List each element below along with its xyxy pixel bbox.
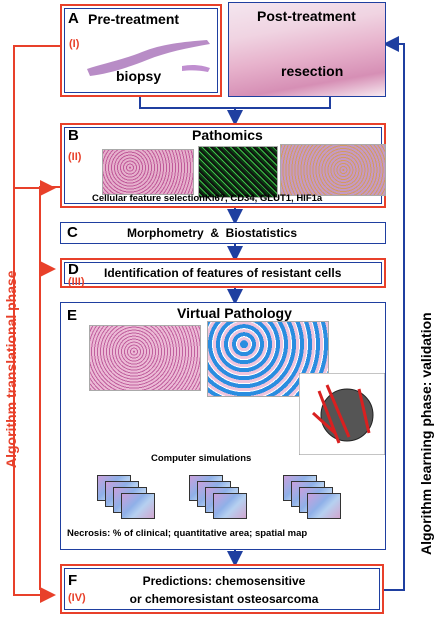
segmentation-image bbox=[198, 146, 278, 198]
panel-f-predictions: F (IV) Predictions: chemosensitive or ch… bbox=[60, 564, 384, 614]
panel-letter-d: D bbox=[68, 261, 79, 278]
panel-letter-a: A bbox=[68, 10, 79, 27]
simulations-caption: Computer simulations bbox=[151, 453, 252, 464]
resection-caption: resection bbox=[281, 63, 344, 79]
roman-ii: (II) bbox=[68, 151, 82, 163]
panel-e-virtual-pathology: E Virtual Pathology Computer simulations… bbox=[60, 302, 386, 550]
panel-letter-b: B bbox=[68, 127, 79, 144]
prediction-line-1: Predictions: chemosensitive bbox=[142, 574, 306, 588]
panel-b-pathomics: B (II) Pathomics Cellular feature select… bbox=[60, 123, 386, 208]
he-stain-image bbox=[102, 149, 194, 195]
identification-title: Identification of features of resistant … bbox=[104, 266, 342, 280]
roman-iv: (IV) bbox=[68, 592, 86, 604]
panel-a-posttreatment: Post-treatment resection bbox=[228, 2, 386, 97]
panel-letter-c: C bbox=[67, 224, 78, 241]
ihc-stain-image bbox=[280, 144, 386, 196]
biopsy-image bbox=[87, 40, 210, 76]
panel-c-morphometry: C Morphometry & Biostatistics bbox=[60, 222, 386, 244]
pathomics-title: Pathomics bbox=[192, 127, 263, 143]
tumor-3d-plot bbox=[299, 373, 385, 455]
feature-selection-caption: Cellular feature selectionKi67, CD34, GL… bbox=[92, 193, 323, 204]
panel-letter-f: F bbox=[68, 572, 78, 589]
necrosis-caption: Necrosis: % of clinical; quantitative ar… bbox=[67, 528, 308, 539]
prediction-line-2: or chemoresistant osteosarcoma bbox=[129, 592, 319, 606]
morphometry-title: Morphometry & Biostatistics bbox=[127, 226, 298, 240]
biopsy-caption: biopsy bbox=[116, 68, 162, 84]
panel-letter-e: E bbox=[67, 307, 78, 324]
merge-connector bbox=[139, 97, 331, 109]
roman-i: (I) bbox=[69, 38, 80, 50]
translational-line bbox=[13, 45, 60, 603]
virtual-pathology-title: Virtual Pathology bbox=[177, 305, 292, 321]
validation-loop bbox=[383, 36, 405, 591]
posttreatment-title: Post-treatment bbox=[257, 8, 356, 24]
learning-phase-label: Algorithm learning phase: validation bbox=[418, 312, 434, 555]
panel-d-identification: D (III) Identification of features of re… bbox=[60, 258, 386, 288]
panel-a-pretreatment: A Pre-treatment (I) biopsy bbox=[60, 4, 222, 97]
roman-iii: (III) bbox=[68, 276, 85, 288]
pretreatment-title: Pre-treatment bbox=[88, 11, 180, 27]
virtual-he-image bbox=[89, 325, 201, 391]
translational-phase-label: Algorithm translational phase bbox=[3, 270, 19, 468]
arrow-b-to-d bbox=[39, 186, 60, 277]
